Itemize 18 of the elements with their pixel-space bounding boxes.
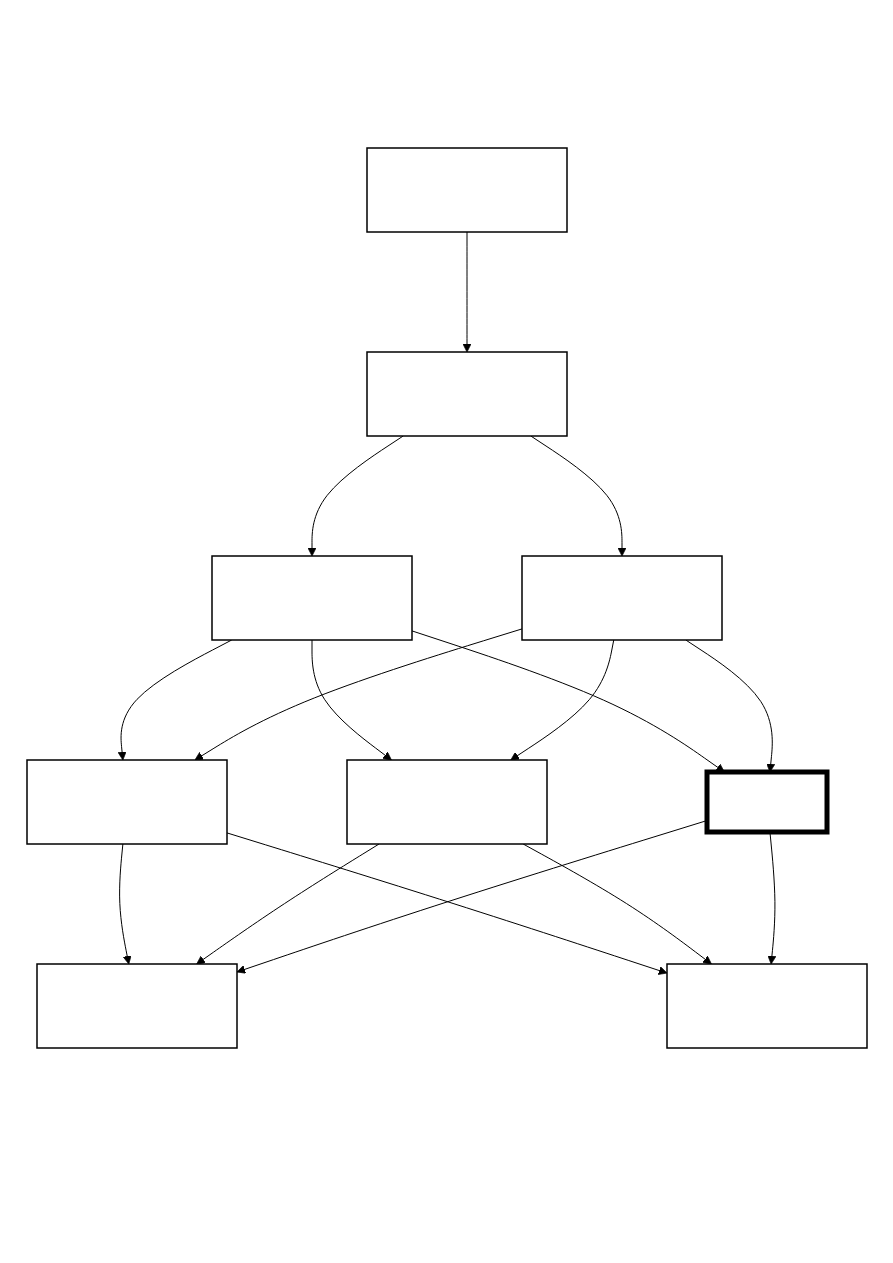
node-box bbox=[520, 555, 723, 641]
arrow bbox=[307, 435, 404, 557]
node-box bbox=[345, 759, 548, 845]
node-box bbox=[365, 147, 568, 233]
node-box bbox=[210, 555, 413, 641]
node-box bbox=[35, 963, 238, 1049]
node-box bbox=[365, 351, 568, 437]
arrow bbox=[194, 628, 522, 761]
arrow bbox=[195, 843, 380, 965]
arrow bbox=[117, 639, 232, 761]
node-box bbox=[704, 769, 829, 835]
arrow bbox=[311, 639, 392, 761]
arrow bbox=[226, 832, 667, 975]
arrow bbox=[118, 843, 132, 965]
node-box bbox=[25, 759, 228, 845]
node-box bbox=[665, 963, 868, 1049]
arrow bbox=[462, 231, 471, 353]
arrow bbox=[509, 639, 614, 761]
